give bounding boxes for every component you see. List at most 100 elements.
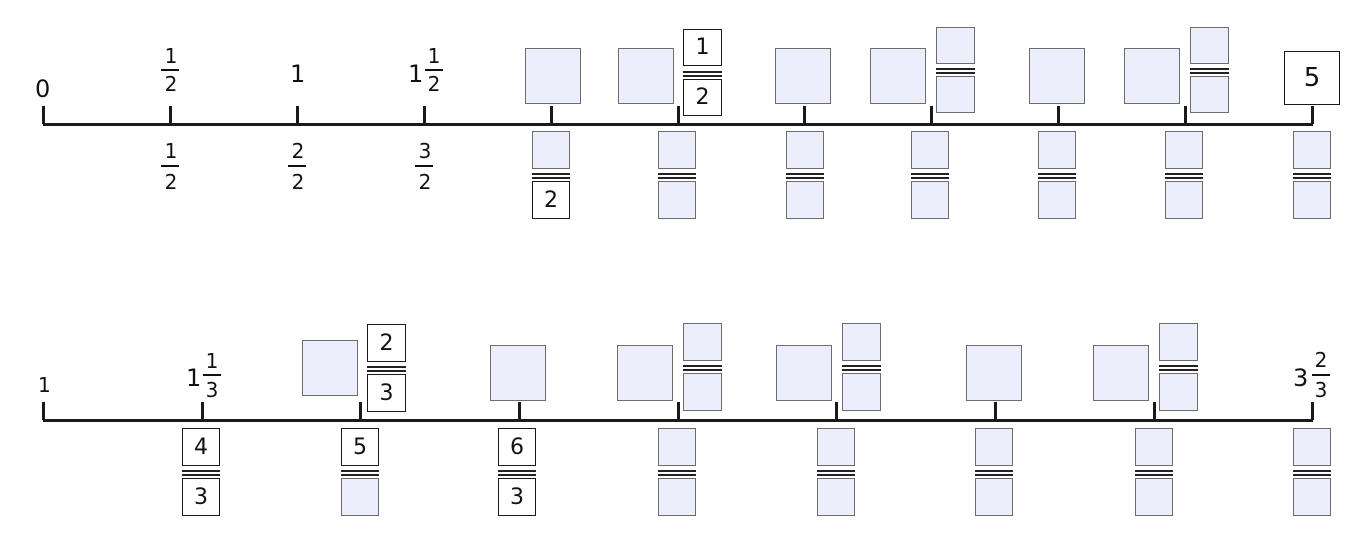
answer-box-denominator-bottom-2-7[interactable] [1135,478,1173,516]
answer-box-denominator-2-7[interactable] [1159,373,1198,411]
tick-2-5 [835,402,838,420]
fraction-bar [415,165,433,167]
answer-box-whole-2-4[interactable] [617,345,673,401]
fraction-bar [975,474,1013,476]
mixed-whole: 1 [186,364,202,392]
answer-box-numerator-bottom-1-9[interactable] [1165,131,1203,169]
answer-box-numerator-bottom-2-5[interactable] [817,428,855,466]
fraction-bar [1159,369,1198,371]
answer-box-whole-2-5[interactable] [776,345,832,401]
given-numerator-box: 6 [498,428,536,466]
answer-box-denominator-bottom-1-7[interactable] [911,181,949,219]
given-numerator-box: 5 [341,428,379,466]
fraction-bar [911,173,949,175]
answer-box-denominator-bottom-2-8[interactable] [1293,478,1331,516]
number-line-2 [43,419,1313,422]
fraction-bar [842,365,881,367]
answer-box-denominator-bottom-1-8[interactable] [1038,181,1076,219]
fraction-bar [498,474,536,476]
fraction-bar [1190,72,1229,74]
answer-box-numerator-bottom-1-8[interactable] [1038,131,1076,169]
answer-box-numerator-bottom-2-6[interactable] [975,428,1013,466]
answer-box-whole-2-2[interactable] [302,340,358,396]
fraction-bar [683,369,722,371]
fraction-bar [817,474,855,476]
tick-1-6 [803,106,806,124]
fraction-bar [1190,68,1229,70]
answer-box-numerator-bottom-2-7[interactable] [1135,428,1173,466]
fraction-denominator: 2 [418,170,432,194]
answer-box-numerator-bottom-1-4[interactable] [532,131,570,169]
answer-box-numerator-2-7[interactable] [1159,323,1198,361]
answer-box-denominator-bottom-2-6[interactable] [975,478,1013,516]
answer-box-denominator-2-4[interactable] [683,373,722,411]
answer-box-numerator-bottom-1-6[interactable] [786,131,824,169]
fraction-bar [911,177,949,179]
tick-1-5 [677,106,680,124]
answer-box-denominator-bottom-2-5[interactable] [817,478,855,516]
answer-box-numerator-2-5[interactable] [842,323,881,361]
given-denominator-box: 3 [182,478,220,516]
fraction-bar [1312,374,1330,376]
fraction-denominator: 2 [291,170,305,194]
answer-box-denominator-2-5[interactable] [842,373,881,411]
answer-box-numerator-bottom-2-4[interactable] [658,428,696,466]
answer-box-whole-1-4[interactable] [525,48,581,104]
tick-1-7 [930,106,933,124]
answer-box-whole-1-6[interactable] [775,48,831,104]
tick-1-9 [1184,106,1187,124]
answer-box-whole-2-3[interactable] [490,345,546,401]
answer-box-denominator-bottom-1-5[interactable] [658,181,696,219]
given-denominator-box: 2 [683,79,722,116]
answer-box-whole-1-8[interactable] [1029,48,1085,104]
answer-box-denominator-1-7[interactable] [936,76,975,113]
given-denominator-box: 3 [498,478,536,516]
answer-box-numerator-1-9[interactable] [1190,27,1229,64]
answer-box-denominator-bottom-1-9[interactable] [1165,181,1203,219]
answer-box-whole-2-7[interactable] [1093,345,1149,401]
answer-box-whole-1-9[interactable] [1124,48,1180,104]
fraction-bar [1038,173,1076,175]
number-line-1 [43,123,1313,126]
answer-box-numerator-2-4[interactable] [683,323,722,361]
fraction-bar [1293,177,1331,179]
answer-box-denominator-bottom-1-6[interactable] [786,181,824,219]
answer-box-numerator-bottom-1-7[interactable] [911,131,949,169]
fraction-bar [683,75,722,77]
answer-box-denominator-bottom-2-4[interactable] [658,478,696,516]
answer-box-denominator-bottom-2-2[interactable] [341,478,379,516]
tick-1-1 [169,106,172,124]
answer-box-denominator-1-9[interactable] [1190,76,1229,113]
answer-box-numerator-bottom-1-5[interactable] [658,131,696,169]
fraction-bar [161,165,179,167]
end-value-box: 5 [1284,51,1340,105]
tick-1-3 [423,106,426,124]
given-numerator-box: 4 [182,428,220,466]
tick-2-3 [518,402,521,420]
tick-2-7 [1153,402,1156,420]
answer-box-whole-2-6[interactable] [966,345,1022,401]
mixed-whole: 3 [1293,364,1309,392]
fraction-bar [532,173,570,175]
tick-1-0 [42,106,45,124]
tick-2-6 [994,402,997,420]
answer-box-numerator-bottom-2-8[interactable] [1293,428,1331,466]
answer-box-numerator-bottom-1-10[interactable] [1293,131,1331,169]
fraction-bar [1293,173,1331,175]
answer-box-numerator-1-7[interactable] [936,27,975,64]
answer-box-whole-1-7[interactable] [870,48,926,104]
answer-box-denominator-bottom-1-10[interactable] [1293,181,1331,219]
fraction-bar [182,470,220,472]
fraction-bar [532,177,570,179]
tick-2-0 [42,402,45,420]
fraction-numerator: 1 [205,349,219,373]
fraction-bar [1293,470,1331,472]
tick-2-2 [359,402,362,420]
fraction-bar [1293,474,1331,476]
answer-box-whole-1-5[interactable] [618,48,674,104]
fraction-bar [975,470,1013,472]
given-numerator-box: 2 [367,324,406,362]
fraction-denominator: 2 [164,72,178,96]
fraction-bar [1165,177,1203,179]
fraction-bar [1135,470,1173,472]
